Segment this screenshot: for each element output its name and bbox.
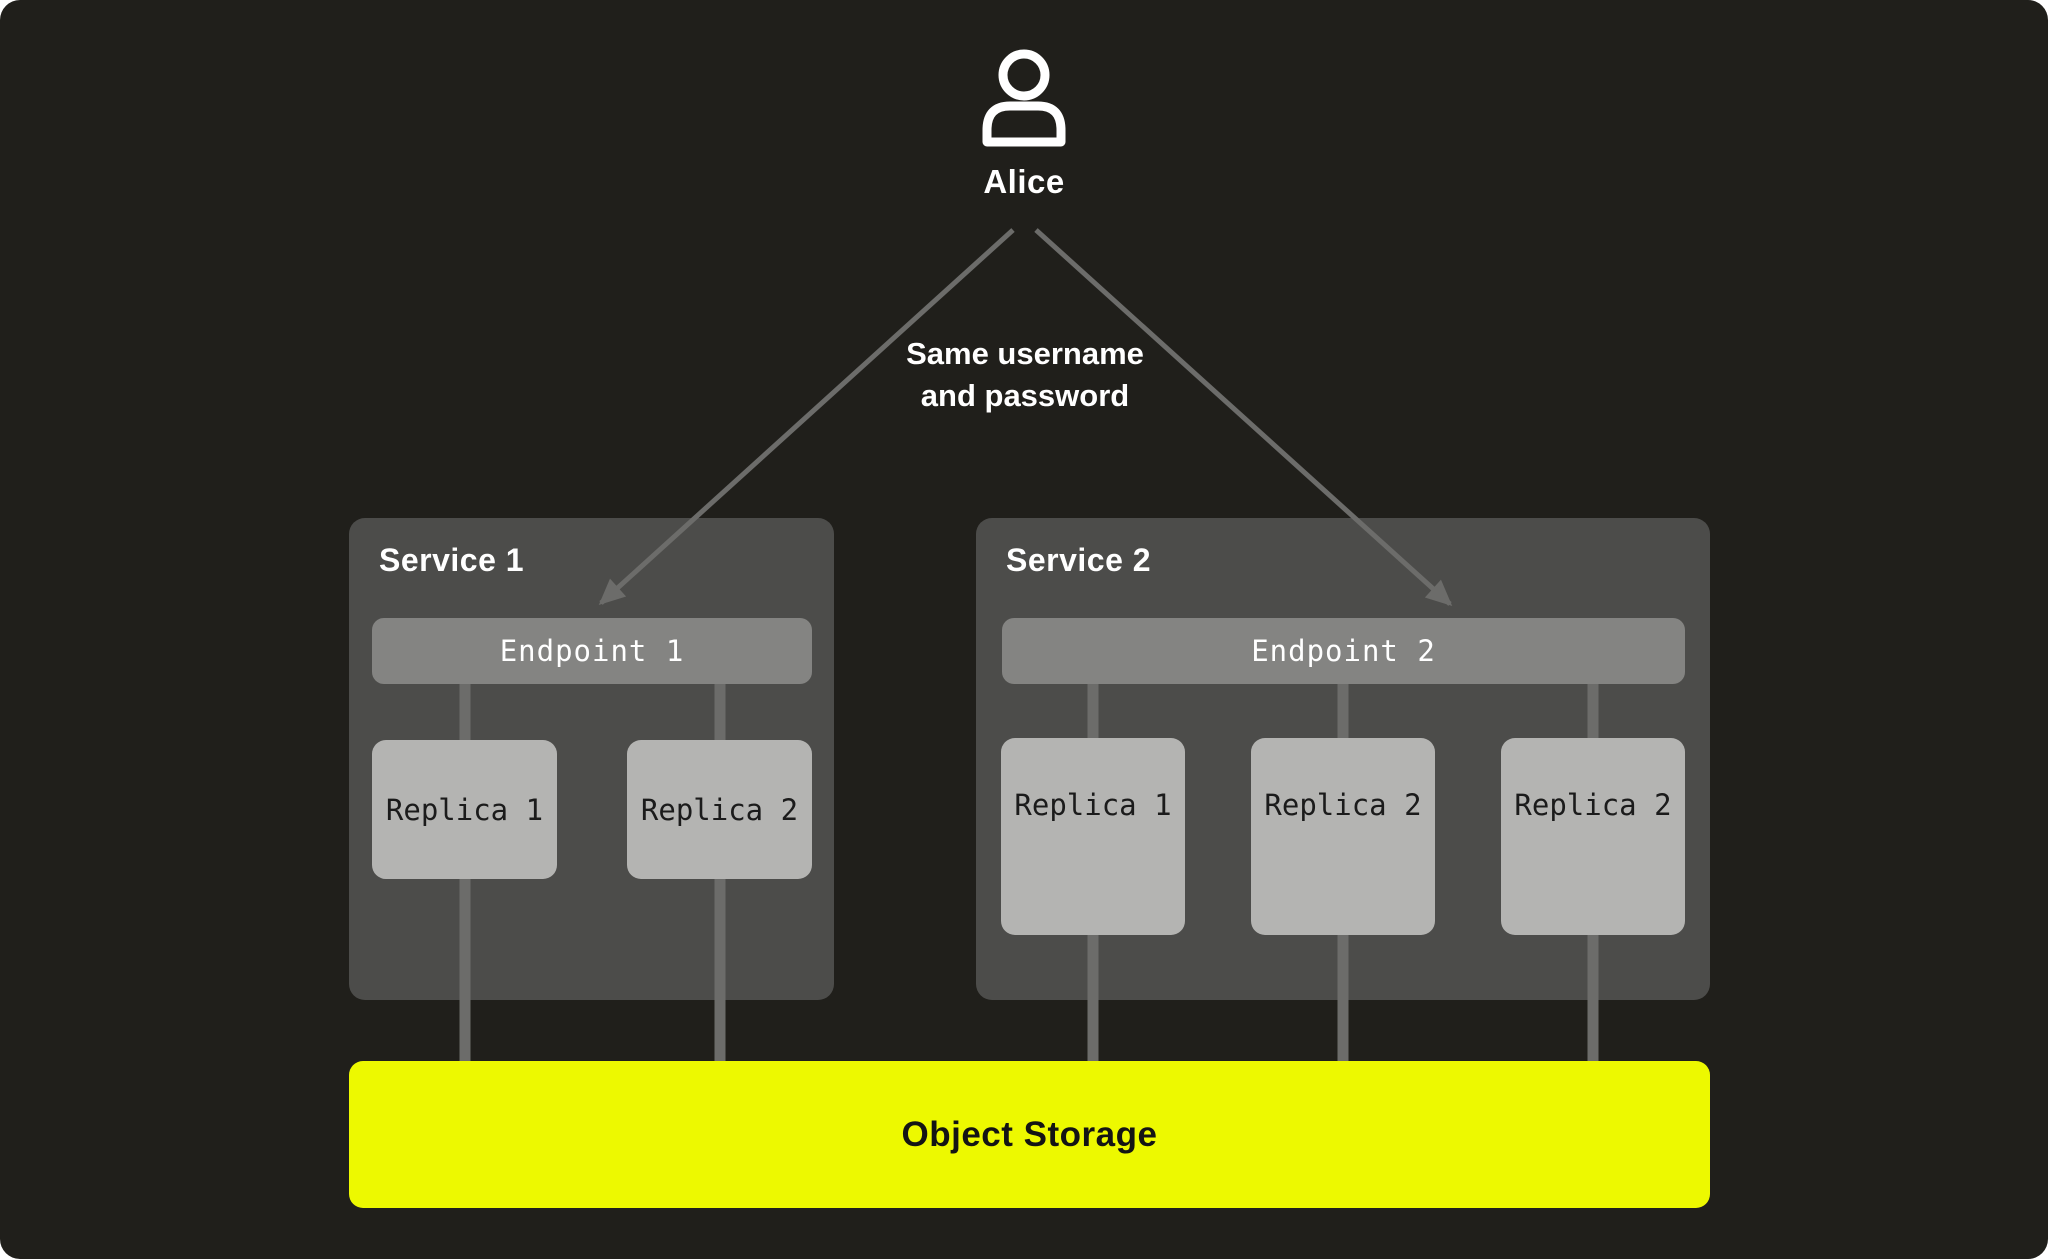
person-icon	[982, 49, 1066, 147]
connection-note: Same username and password	[825, 333, 1225, 417]
connection-note-line1: Same username	[906, 336, 1144, 371]
service-2-replica-2: Replica 2	[1251, 738, 1435, 935]
endpoint-2: Endpoint 2	[1002, 618, 1685, 684]
object-storage-bar: Object Storage	[349, 1061, 1710, 1208]
user-name-label: Alice	[983, 163, 1065, 200]
service-2-title: Service 2	[1006, 542, 1152, 578]
endpoint-1: Endpoint 1	[372, 618, 812, 684]
service-1-replica-1: Replica 1	[372, 740, 557, 879]
service-1-title: Service 1	[379, 542, 525, 578]
connection-note-line2: and password	[920, 378, 1130, 413]
service-2-replica-1: Replica 1	[1001, 738, 1185, 935]
service-2-replica-3: Replica 2	[1501, 738, 1685, 935]
service-1-replica-2: Replica 2	[627, 740, 812, 879]
